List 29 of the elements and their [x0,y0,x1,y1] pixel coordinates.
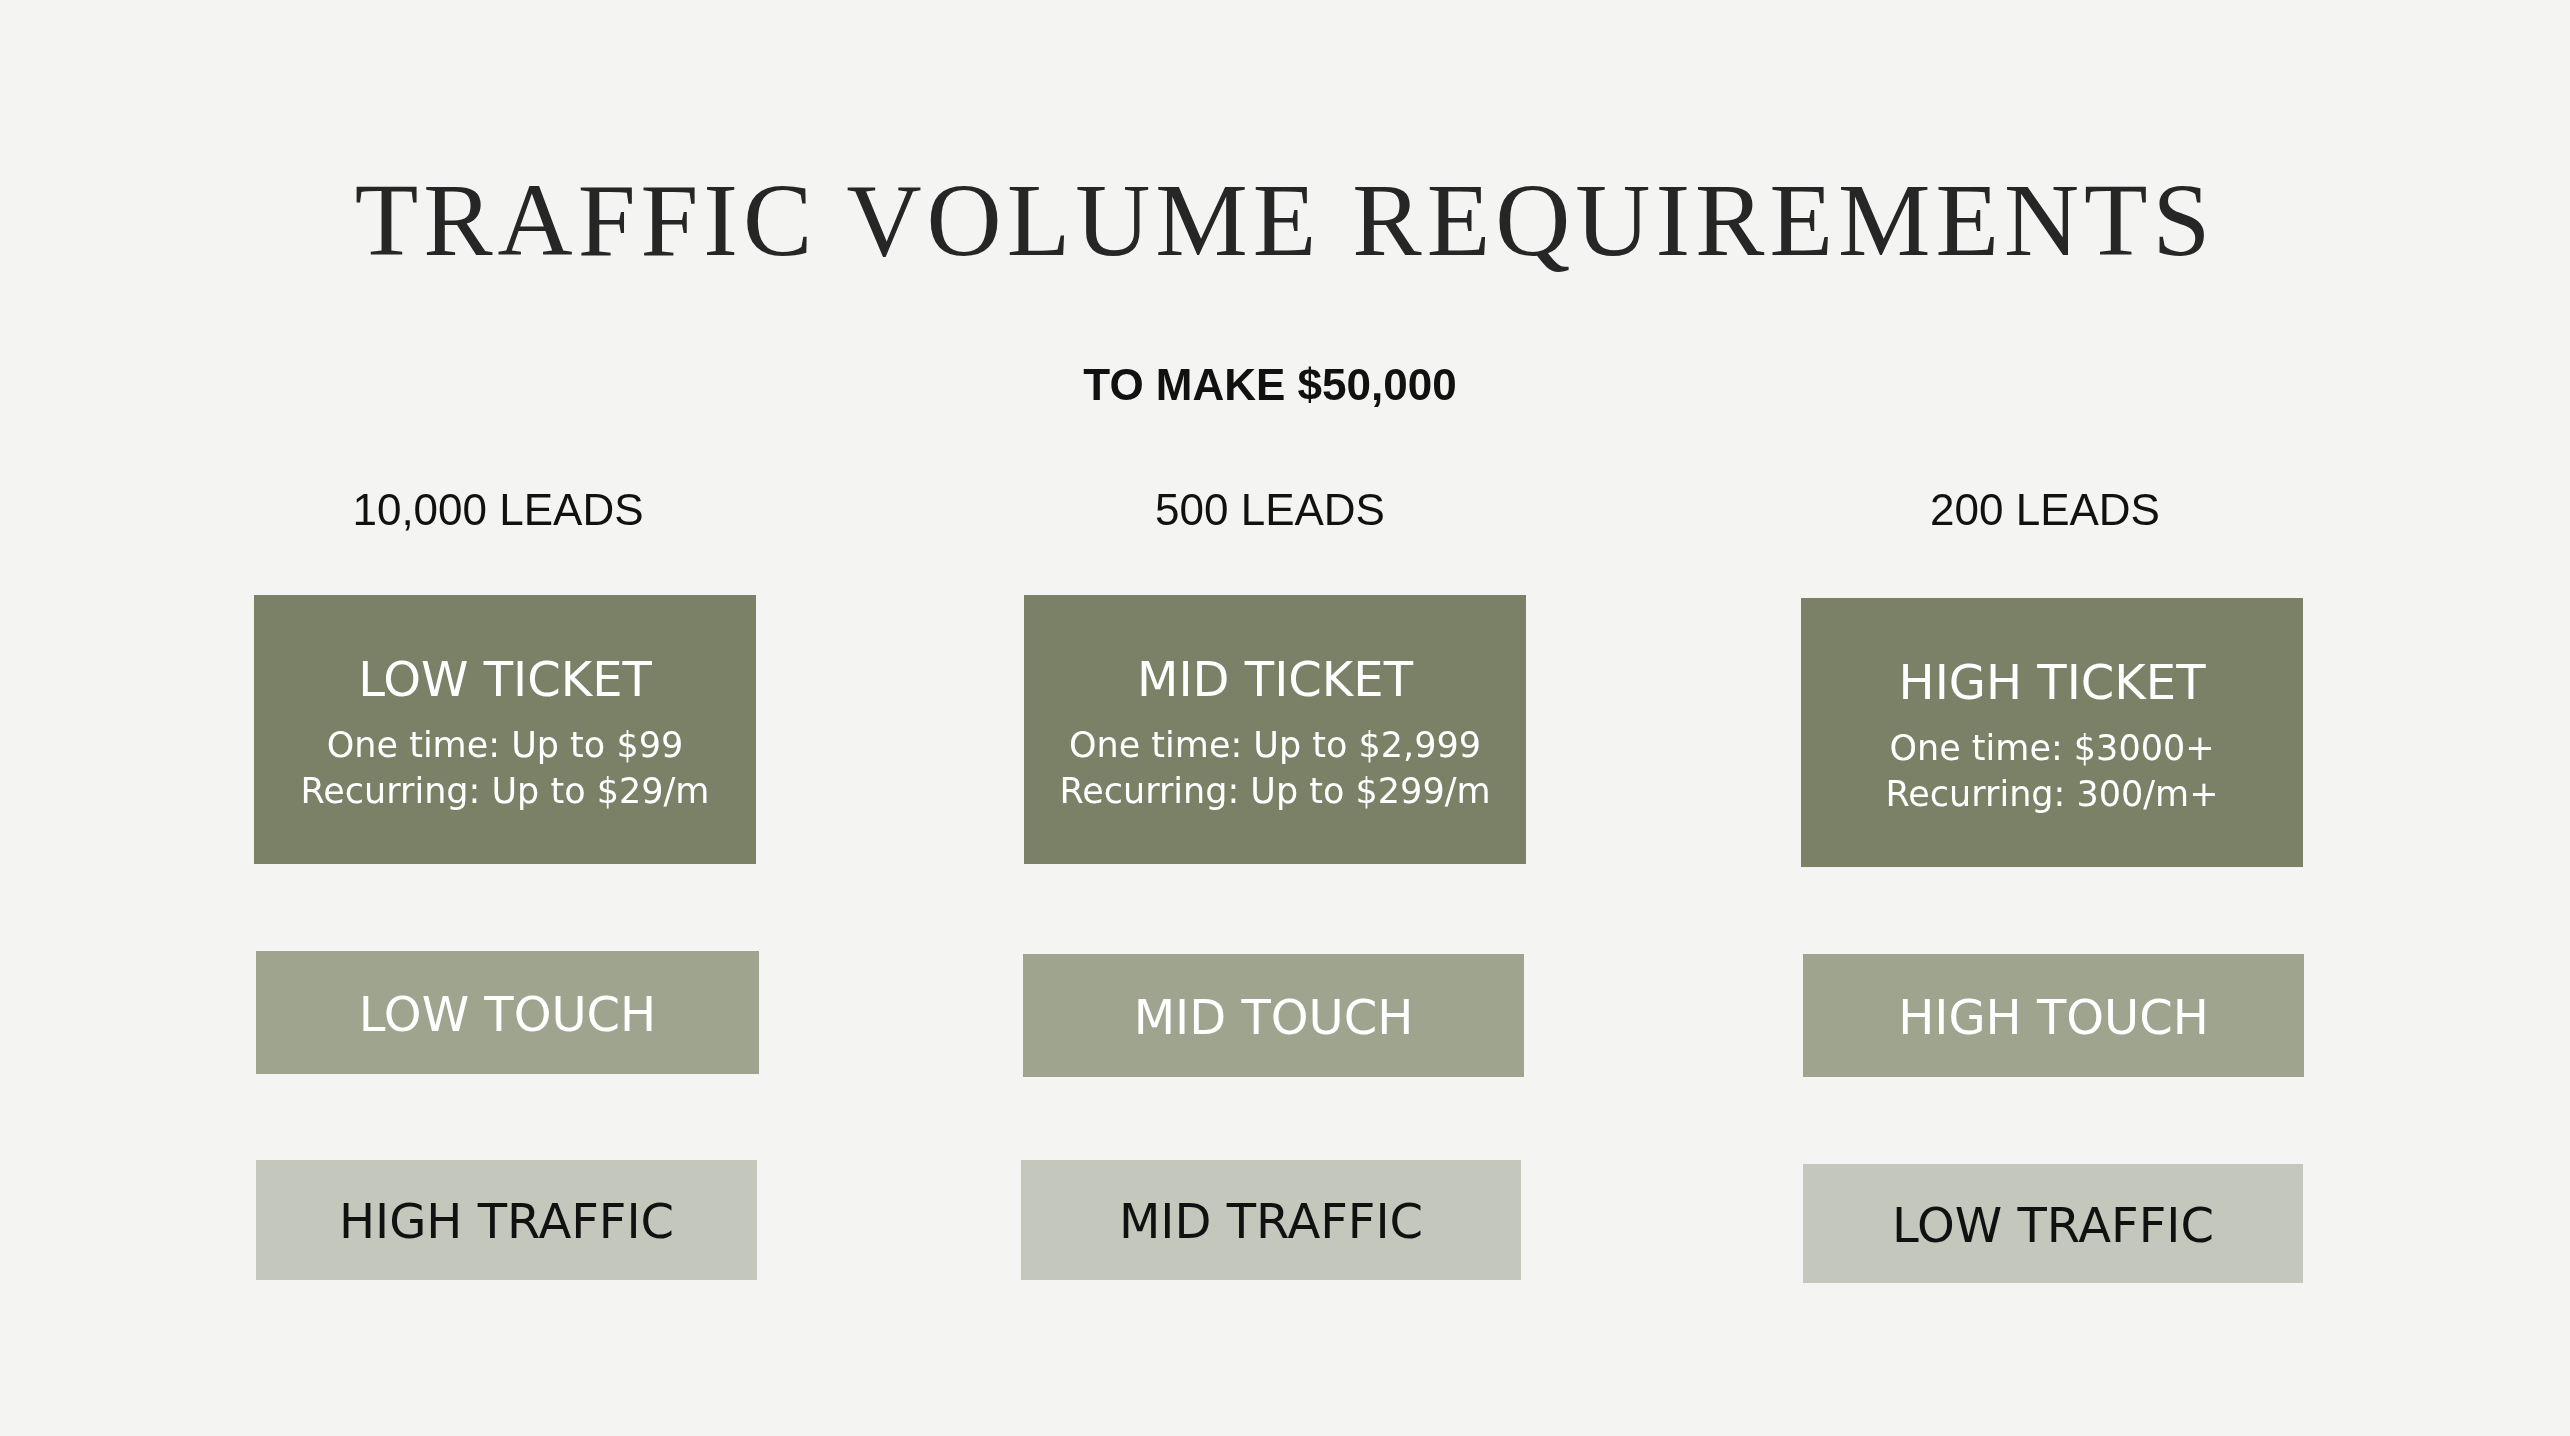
traffic-box [256,1160,757,1280]
column-heading: 10,000 LEADS [351,485,645,535]
price-text: One time: Up to $99 [326,724,684,767]
price-text: One time: Up to $2,999 [1068,724,1482,767]
touch-box [1803,954,2304,1077]
box-heading: HIGH TRAFFIC [338,1193,675,1251]
box-heading: MID TOUCH [1133,988,1414,1047]
ticket-box [254,595,756,864]
column-heading: 200 LEADS [1929,485,2161,535]
title: TRAFFIC VOLUME REQUIREMENTS [353,161,2217,279]
traffic-box [1021,1160,1521,1280]
box-heading: LOW TICKET [358,650,652,709]
box-heading: HIGH TICKET [1898,653,2206,712]
subtitle: TO MAKE $50,000 [1082,360,1458,410]
box-heading: LOW TOUCH [358,985,657,1044]
price-text: One time: $3000+ [1889,727,2215,770]
traffic-box [1803,1164,2303,1283]
box-heading: MID TICKET [1137,650,1413,709]
touch-box [1023,954,1524,1077]
price-text: Recurring: 300/m+ [1885,773,2219,816]
touch-box [256,951,759,1074]
ticket-box [1024,595,1526,864]
box-heading: MID TRAFFIC [1118,1193,1424,1251]
price-text: Recurring: Up to $29/m [300,770,710,813]
ticket-box [1801,598,2303,867]
box-heading: LOW TRAFFIC [1892,1196,2214,1255]
price-text: Recurring: Up to $299/m [1059,770,1491,813]
box-heading: HIGH TOUCH [1898,988,2209,1047]
column-heading: 500 LEADS [1154,485,1386,535]
